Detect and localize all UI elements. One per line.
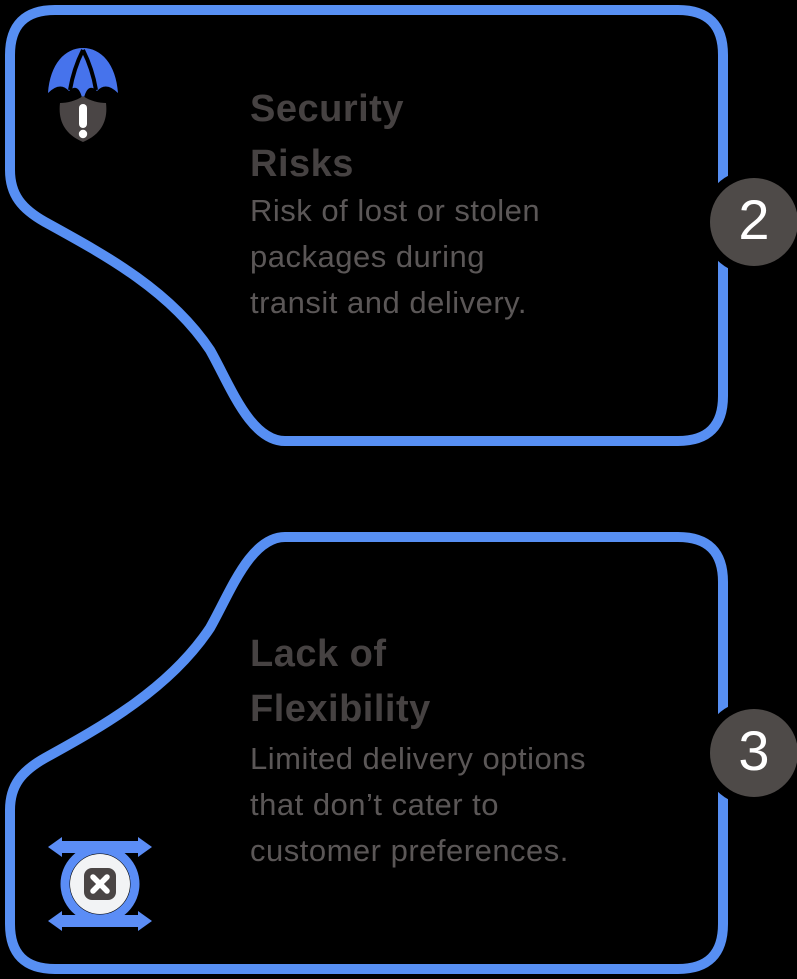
card-title-security-risks: Security Risks — [250, 88, 404, 185]
card-description-security-risks: Risk of lost or stolen packages during t… — [250, 193, 541, 320]
card-flexibility-outline — [5, 532, 728, 974]
step-badge-3: 3 — [710, 709, 797, 797]
card-security-outline — [5, 5, 728, 446]
step-badge-2: 2 — [710, 178, 797, 266]
step-number: 3 — [738, 719, 770, 782]
card-title-lack-of-flexibility: Lack of Flexibility — [250, 633, 431, 730]
card-description-lack-of-flexibility: Limited delivery options that don’t cate… — [250, 741, 586, 868]
sync-cancel-icon — [48, 837, 152, 931]
umbrella-shield-icon — [48, 48, 118, 142]
step-number: 2 — [738, 188, 770, 251]
